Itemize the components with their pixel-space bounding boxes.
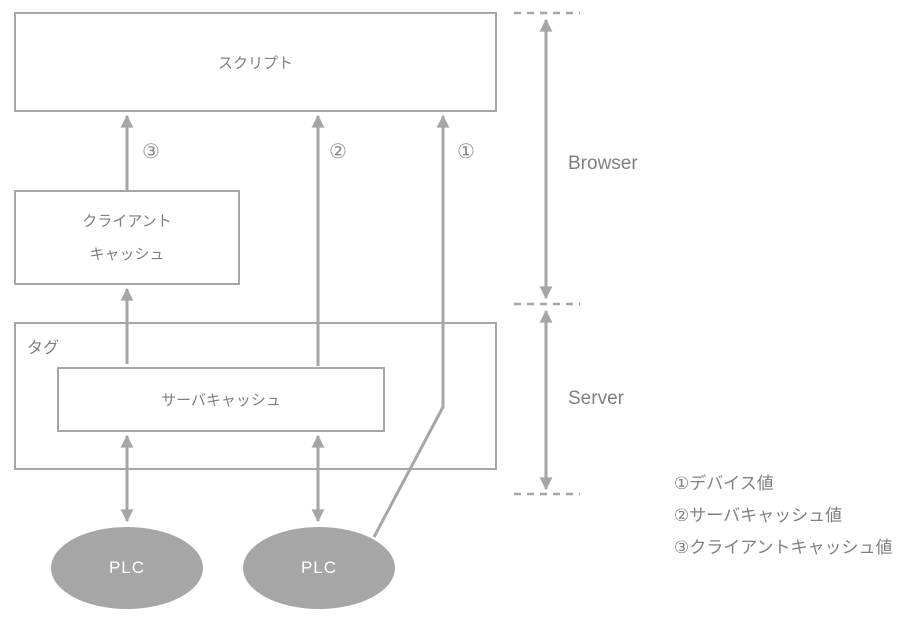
arrow-label-3: ③ — [142, 141, 160, 163]
plc-left-label: PLC — [108, 558, 146, 577]
script-box: スクリプト — [14, 12, 497, 112]
legend: ①デバイス値 ②サーバキャッシュ値 ③クライアントキャッシュ値 — [674, 468, 893, 564]
legend-item-client-cache-value: ③クライアントキャッシュ値 — [674, 538, 893, 557]
browser-region-label: Browser — [568, 153, 638, 174]
legend-item-device-value: ①デバイス値 — [674, 474, 774, 493]
server-cache-box: サーバキャッシュ — [57, 367, 385, 432]
script-box-label: スクリプト — [217, 54, 293, 72]
server-region-label: Server — [568, 388, 624, 409]
arrow-plc-to-script — [372, 114, 450, 538]
server-cache-label: サーバキャッシュ — [161, 392, 281, 409]
legend-item-server-cache-value: ②サーバキャッシュ値 — [674, 506, 843, 525]
plc-left-ellipse: PLC — [51, 527, 203, 609]
client-cache-label-line2: キャッシュ — [89, 245, 165, 263]
plc-right-label: PLC — [300, 558, 338, 577]
tag-box — [14, 322, 497, 470]
client-cache-box: クライアント キャッシュ — [14, 190, 240, 285]
plc-right-ellipse: PLC — [243, 527, 395, 609]
arrow-label-1: ① — [457, 141, 475, 163]
client-cache-label-line1: クライアント — [82, 212, 172, 230]
arrow-label-2: ② — [329, 141, 347, 163]
tag-box-label: タグ — [27, 340, 60, 357]
